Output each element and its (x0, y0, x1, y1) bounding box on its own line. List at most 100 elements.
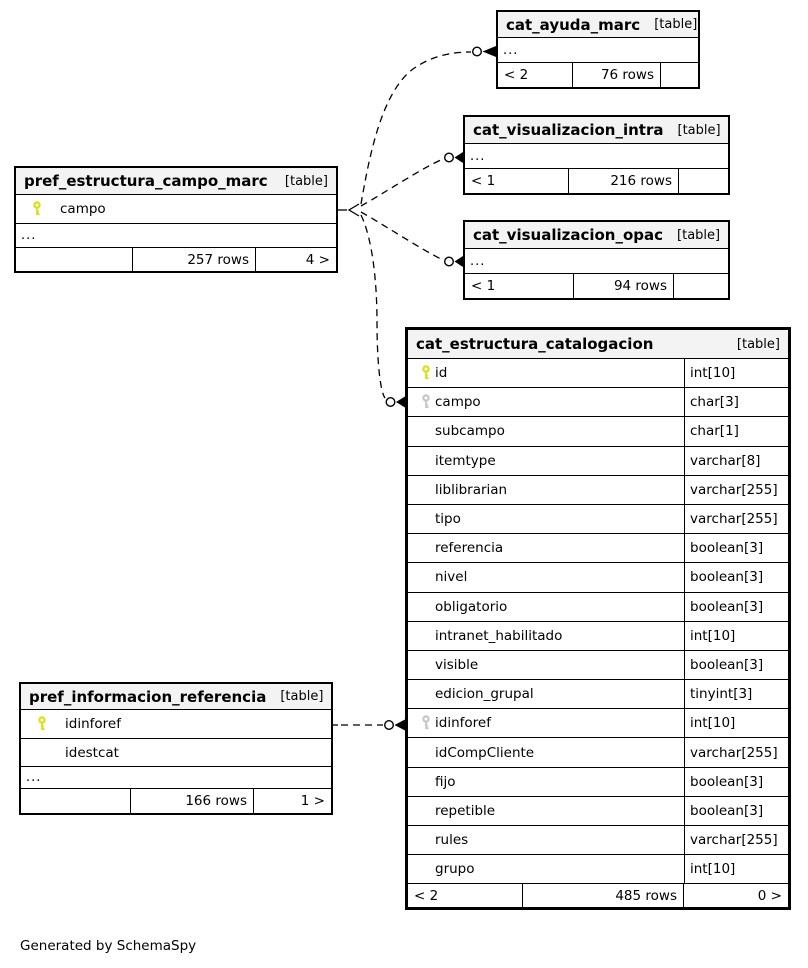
many-arrow-icon (347, 203, 360, 217)
hidden-columns-row: ... (16, 224, 336, 248)
table-badge: [table] (677, 227, 721, 243)
row-count: 94 rows (573, 274, 673, 298)
related-in-count (16, 248, 132, 271)
table-name: cat_visualizacion_opac (473, 226, 664, 244)
column-row-id: id int[10] (408, 359, 788, 389)
column-type: int[10] (684, 359, 788, 388)
column-name: intranet_habilitado (435, 627, 563, 644)
column-row-fijo: fijo boolean[3] (408, 767, 788, 797)
column-type: boolean[3] (684, 592, 788, 621)
column-row-intranet_habilitado: intranet_habilitado int[10] (408, 621, 788, 651)
table-title-cat_visualizacion_intra[interactable]: cat_visualizacion_intra [table] (465, 117, 728, 144)
column-name: repetible (435, 802, 496, 819)
fk-arrow-icon (454, 256, 463, 267)
column-name: campo (60, 201, 106, 217)
related-in-count (21, 789, 130, 813)
table-badge: [table] (736, 336, 780, 352)
table-badge: [table] (280, 689, 324, 704)
primary-key-icon (417, 365, 435, 381)
table-name: cat_ayuda_marc (506, 15, 641, 34)
related-out-count (678, 169, 728, 193)
column-type: varchar[255] (684, 475, 788, 504)
related-out-count: 4 > (255, 248, 336, 271)
table-title-pref_informacion_referencia[interactable]: pref_informacion_referencia [table] (21, 684, 331, 710)
column-name: rules (435, 832, 469, 849)
table-badge: [table] (284, 173, 328, 189)
column-row-idestcat: idestcat (21, 739, 331, 767)
table-title-cat_ayuda_marc[interactable]: cat_ayuda_marc[table] (498, 12, 698, 38)
row-count: 166 rows (130, 789, 253, 813)
column-type: int[10] (684, 709, 788, 738)
zero-one-circle-icon (385, 397, 396, 408)
column-name: id (435, 365, 448, 382)
related-out-count: 1 > (253, 789, 331, 813)
fk-arrow-icon (394, 719, 405, 731)
column-name: idinforef (435, 715, 491, 732)
column-type: char[3] (684, 388, 788, 417)
table-cat_estructura_catalogacion: cat_estructura_catalogacion [table] id int[… (405, 327, 791, 911)
column-name: obligatorio (435, 598, 508, 615)
table-title-cat_estructura_catalogacion[interactable]: cat_estructura_catalogacion [table] (408, 330, 788, 359)
column-row-rules: rules varchar[255] (408, 826, 788, 856)
related-out-count: 0 > (683, 884, 788, 908)
edge-campo-to-cat_visualizacion_opac (360, 211, 444, 261)
table-badge: [table] (677, 122, 721, 138)
column-row-idinforef: idinforef (21, 710, 331, 739)
related-in-count: < 2 (414, 887, 439, 904)
column-name: tipo (435, 511, 461, 528)
table-name: cat_estructura_catalogacion (416, 335, 654, 353)
zero-one-circle-icon (384, 720, 395, 731)
foreign-key-icon (417, 715, 435, 731)
column-type: boolean[3] (684, 796, 788, 825)
column-type: boolean[3] (684, 534, 788, 563)
table-title-pref_estructura_campo_marc[interactable]: pref_estructura_campo_marc [table] (16, 168, 336, 195)
foreign-key-icon (417, 394, 435, 410)
edge-campo-to-cat_ayuda_marc (360, 51, 472, 205)
column-type: boolean[3] (684, 767, 788, 796)
column-type: int[10] (684, 855, 788, 884)
column-name: liblibrarian (435, 481, 508, 498)
generated-by-note: Generated by SchemaSpy (20, 938, 197, 954)
table-title-cat_visualizacion_opac[interactable]: cat_visualizacion_opac [table] (465, 222, 728, 249)
row-count: 485 rows (522, 884, 683, 908)
table-name: pref_informacion_referencia (29, 687, 267, 706)
zero-one-circle-icon (472, 46, 483, 57)
row-count: 76 rows (572, 63, 660, 87)
hidden-columns-row: ... (465, 249, 728, 274)
column-type: varchar[255] (684, 826, 788, 855)
column-type: varchar[8] (684, 446, 788, 475)
column-type: varchar[255] (684, 504, 788, 534)
column-type: tinyint[3] (684, 680, 788, 709)
related-in-count: < 2 (504, 67, 529, 83)
column-row-obligatorio: obligatorio boolean[3] (408, 592, 788, 622)
table-pref_estructura_campo_marc: pref_estructura_campo_marc [table] campo..… (14, 166, 338, 273)
table-footer: < 2 76 rows (498, 63, 698, 87)
table-name: cat_visualizacion_intra (473, 121, 664, 139)
primary-key-icon (33, 716, 51, 732)
column-row-tipo: tipo varchar[255] (408, 504, 788, 535)
column-name: visible (435, 656, 479, 673)
column-type: boolean[3] (684, 563, 788, 592)
column-name: campo (435, 394, 481, 411)
table-name: pref_estructura_campo_marc (24, 172, 268, 190)
related-out-count (660, 63, 698, 87)
edge-campo-to-cat_estructura_catalogacion (360, 214, 386, 399)
column-name: itemtype (435, 452, 496, 469)
column-name: fijo (435, 773, 456, 790)
row-count: 257 rows (132, 248, 255, 271)
column-row-campo: campo char[3] (408, 388, 788, 418)
column-type: int[10] (684, 621, 788, 650)
